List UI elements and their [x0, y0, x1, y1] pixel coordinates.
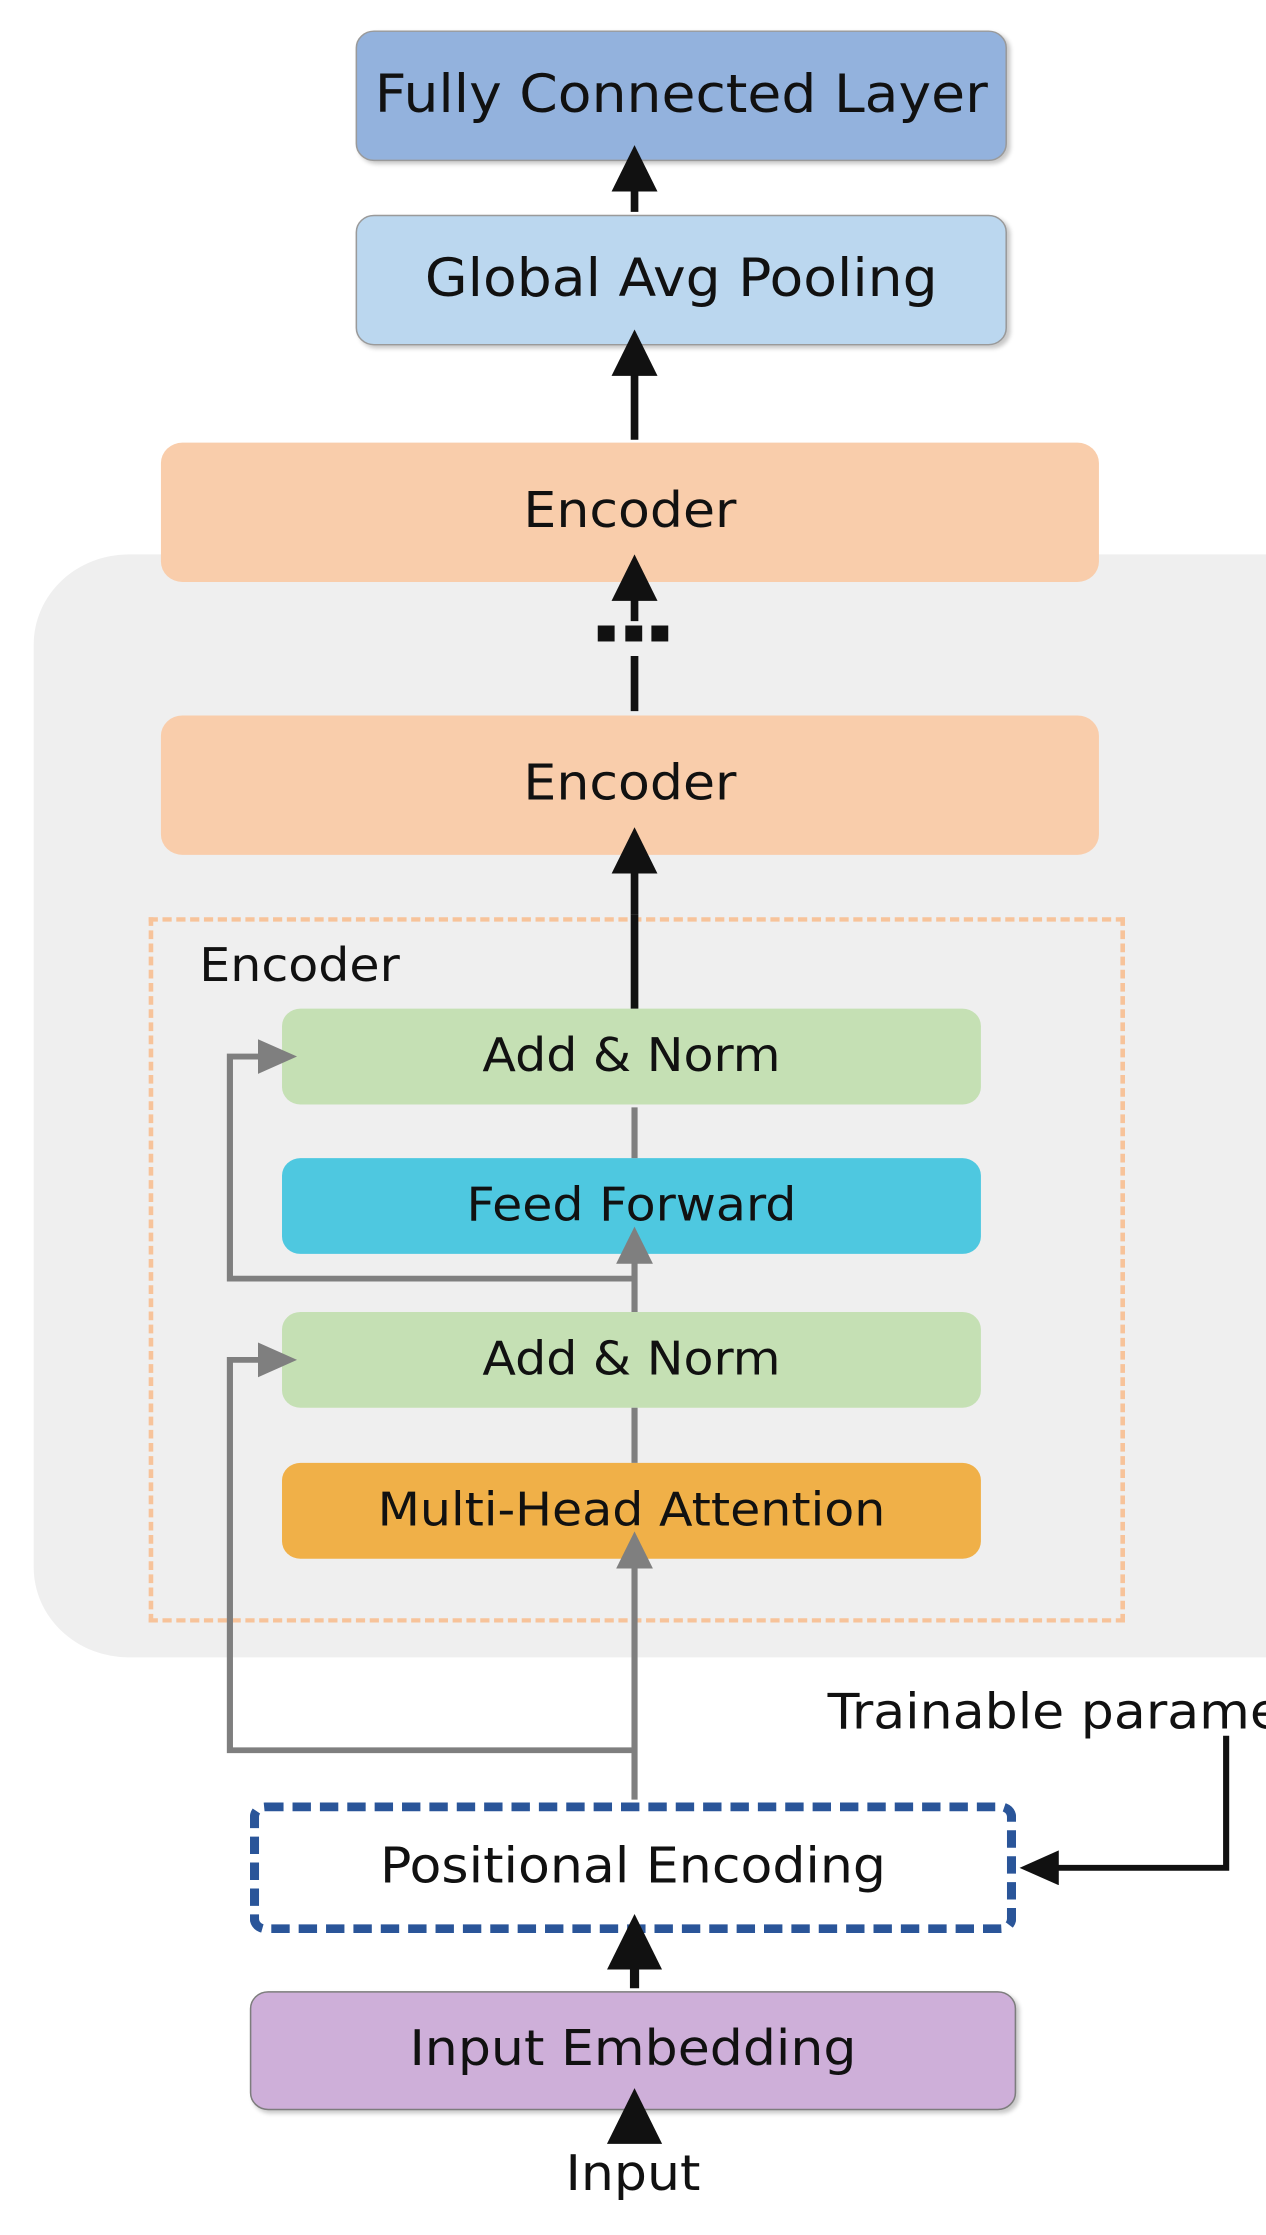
ellipsis-icon	[597, 624, 669, 641]
encoder-block-top[interactable]: Encoder	[160, 442, 1099, 582]
ellipsis-dot	[624, 624, 642, 641]
multi-head-attention-block[interactable]: Multi-Head Attention	[282, 1462, 981, 1559]
add-norm-block-bottom[interactable]: Add & Norm	[282, 1311, 981, 1408]
fully-connected-layer-block[interactable]: Fully Connected Layer	[355, 30, 1007, 162]
ellipsis-dot	[651, 624, 669, 641]
positional-encoding-block[interactable]: Positional Encoding	[249, 1802, 1017, 1934]
global-avg-pooling-block[interactable]: Global Avg Pooling	[355, 214, 1007, 346]
trainable-parameters-label: Trainable parameters	[827, 1683, 1266, 1742]
add-norm-block-top[interactable]: Add & Norm	[282, 1008, 981, 1105]
encoder-detail-label: Encoder	[199, 937, 400, 993]
arrow-trainable-parameters	[1019, 1735, 1230, 1886]
ellipsis-dot	[597, 624, 615, 641]
feed-forward-block[interactable]: Feed Forward	[282, 1158, 981, 1254]
input-embedding-block[interactable]: Input Embedding	[249, 1991, 1017, 2111]
input-label: Input	[565, 2145, 701, 2204]
encoder-block-middle[interactable]: Encoder	[160, 715, 1099, 855]
